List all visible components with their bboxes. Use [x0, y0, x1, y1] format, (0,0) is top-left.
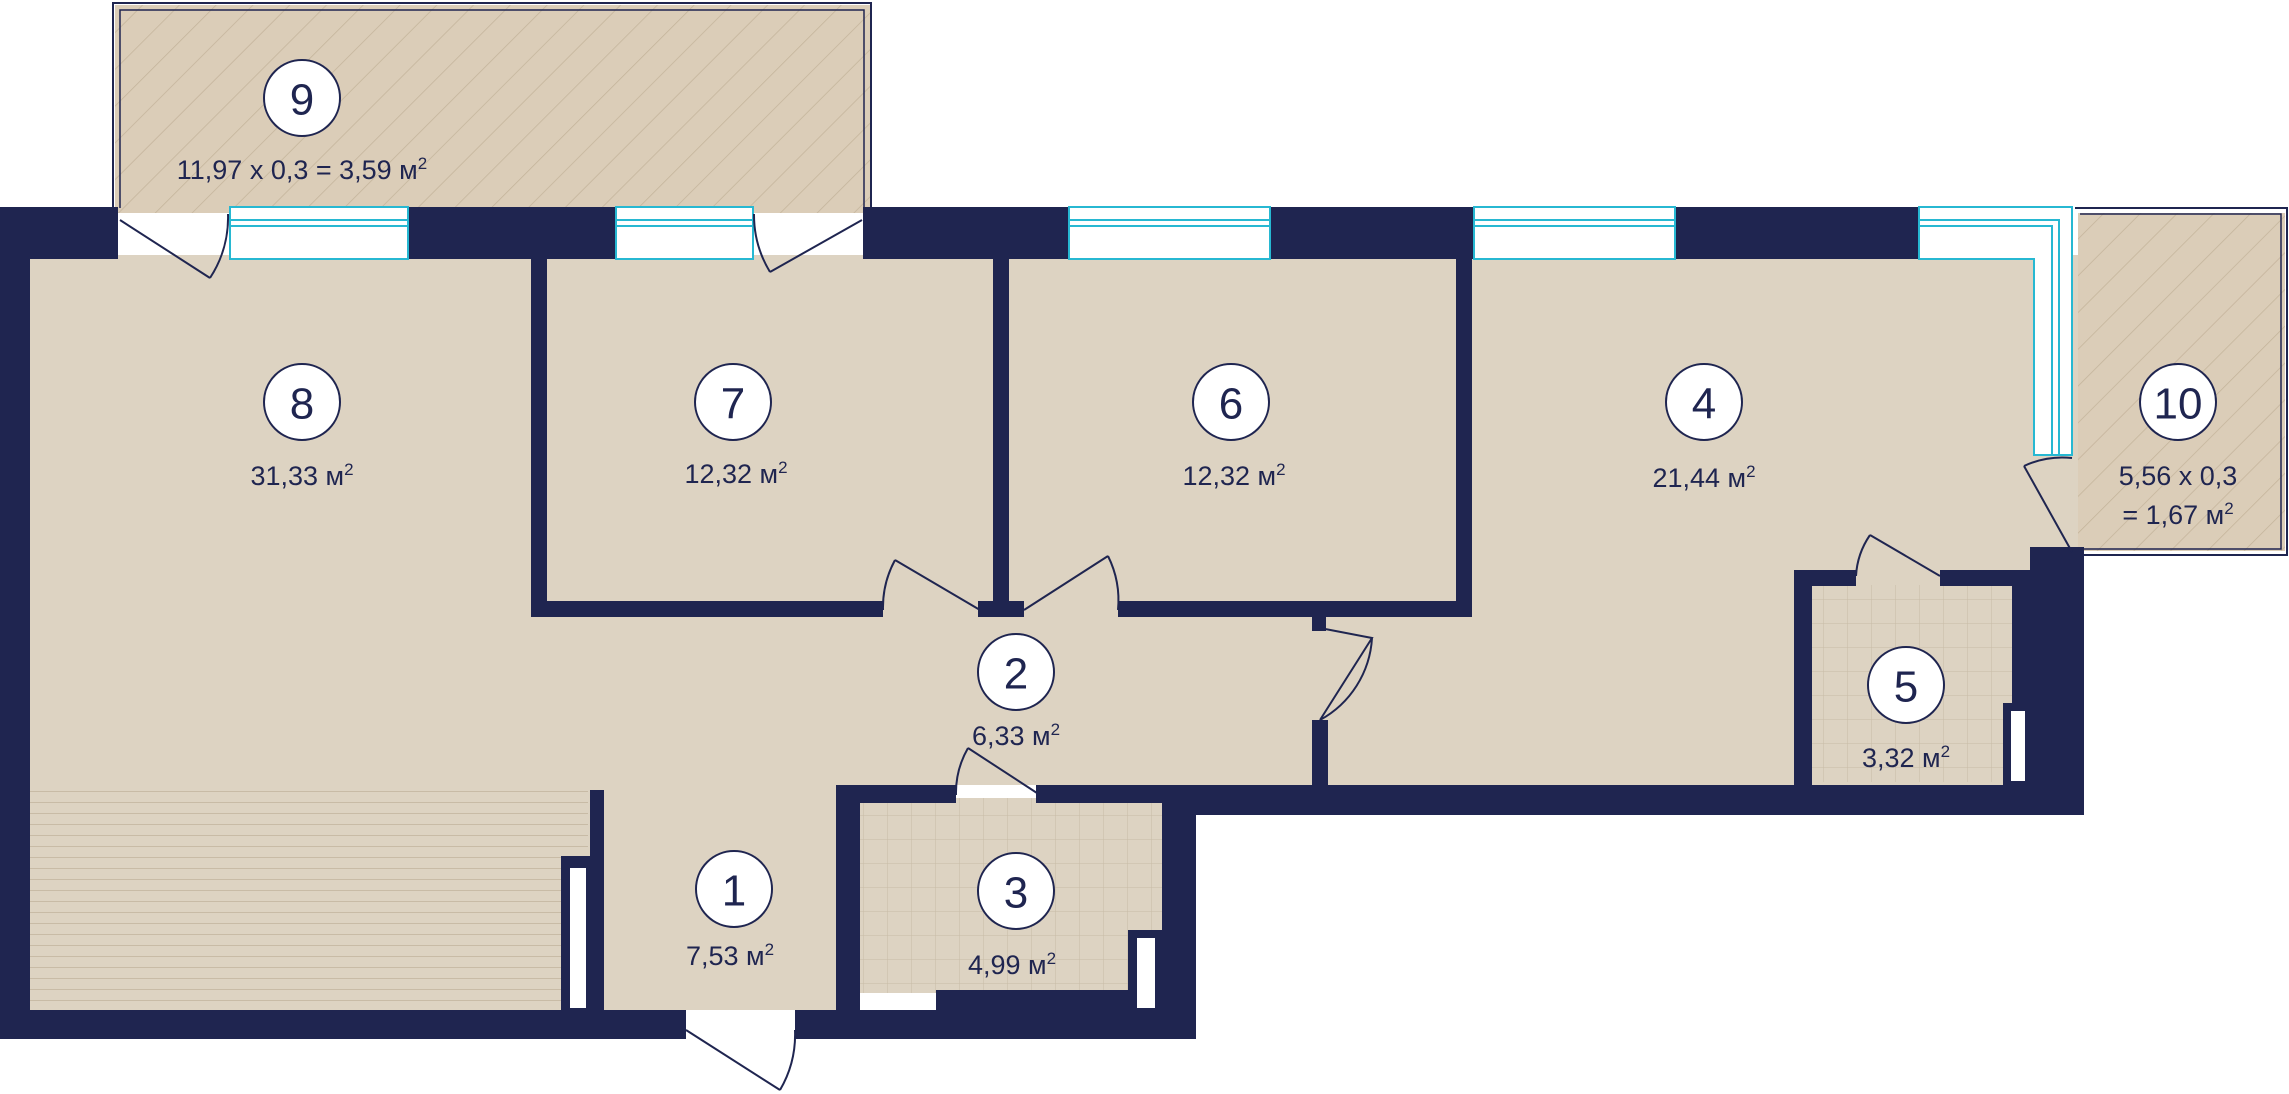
svg-text:31,33 м2: 31,33 м2: [250, 460, 353, 491]
svg-text:12,32 м2: 12,32 м2: [1182, 460, 1285, 491]
room-label-7: 7 12,32 м2: [684, 363, 788, 489]
room-label-8: 8 31,33 м2: [250, 363, 354, 491]
svg-text:2: 2: [1004, 650, 1028, 699]
svg-text:21,44 м2: 21,44 м2: [1652, 462, 1755, 493]
svg-text:1: 1: [722, 867, 746, 916]
svg-text:5: 5: [1894, 663, 1918, 712]
svg-text:9: 9: [290, 76, 314, 125]
walls: [0, 207, 2084, 1039]
room-label-10: 10 5,56 х 0,3 = 1,67 м2: [2119, 363, 2238, 530]
svg-text:11,97 х 0,3 = 3,59 м2: 11,97 х 0,3 = 3,59 м2: [177, 154, 427, 185]
room-label-2: 2 6,33 м2: [972, 633, 1060, 751]
room-label-4: 4 21,44 м2: [1652, 363, 1756, 493]
room-label-3: 3 4,99 м2: [968, 852, 1056, 980]
balcony-9: [112, 2, 872, 213]
svg-text:4,99 м2: 4,99 м2: [968, 949, 1056, 980]
doors: [119, 213, 2073, 1091]
svg-text:7,53 м2: 7,53 м2: [686, 940, 774, 971]
svg-text:6: 6: [1219, 380, 1243, 429]
room-label-9: 9 11,97 х 0,3 = 3,59 м2: [177, 59, 427, 185]
room-label-5: 5 3,32 м2: [1862, 646, 1950, 773]
windows: [229, 206, 2073, 456]
floor: [28, 255, 2078, 1010]
svg-text:10: 10: [2154, 380, 2203, 429]
svg-text:3,32 м2: 3,32 м2: [1862, 742, 1950, 773]
room-label-6: 6 12,32 м2: [1182, 363, 1286, 491]
room-label-1: 1 7,53 м2: [686, 850, 774, 971]
svg-text:= 1,67 м2: = 1,67 м2: [2122, 499, 2233, 530]
svg-text:4: 4: [1692, 380, 1716, 429]
svg-text:3: 3: [1004, 869, 1028, 918]
vent-shafts: [561, 703, 2031, 1012]
svg-text:8: 8: [290, 380, 314, 429]
svg-text:5,56 х 0,3: 5,56 х 0,3: [2119, 461, 2238, 491]
svg-text:12,32 м2: 12,32 м2: [684, 458, 787, 489]
svg-text:7: 7: [721, 380, 745, 429]
svg-text:6,33 м2: 6,33 м2: [972, 720, 1060, 751]
